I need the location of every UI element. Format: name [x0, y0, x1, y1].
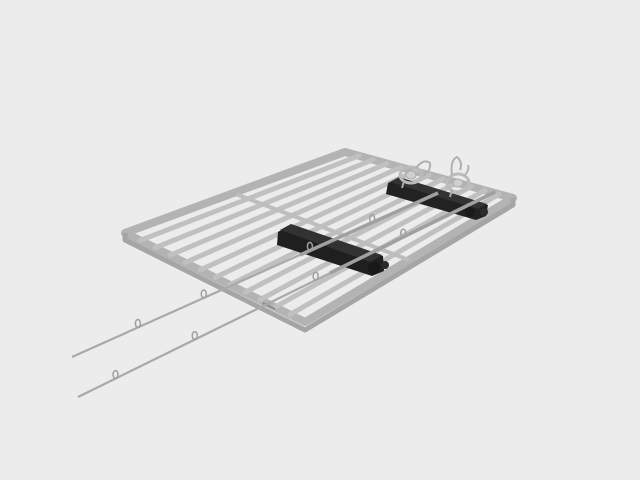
- holder-top-rear: [390, 177, 487, 209]
- rod-guide: [112, 369, 119, 380]
- rod-guide: [368, 213, 376, 224]
- rack-frame-front-edge: [122, 198, 516, 333]
- rod-guide: [306, 241, 314, 252]
- rod-guide: [200, 289, 208, 299]
- holder-knob-rear: [465, 207, 475, 217]
- rod-holder-front: [277, 224, 389, 276]
- rod-guide: [400, 228, 407, 238]
- rod-guide: [191, 330, 199, 341]
- fishing-rods: [71, 190, 496, 398]
- reel-1-hub: [405, 170, 417, 180]
- reel-2-bail: [450, 155, 462, 176]
- reel-2-spool: [445, 172, 471, 194]
- holder-top-front: [280, 224, 382, 262]
- reel-2-foot: [449, 189, 453, 198]
- fishing-reel-1: [398, 160, 432, 189]
- holder-knob-front: [368, 262, 380, 274]
- reel-2-handle: [463, 164, 470, 177]
- rod-1-guides: [134, 213, 376, 329]
- reel-2-hub: [452, 178, 464, 188]
- rod-guide: [134, 318, 142, 329]
- fishing-reel-2: [445, 155, 471, 198]
- fishing-rod-2-handle: [329, 190, 496, 275]
- holder-knob-rear-end: [480, 208, 488, 216]
- rod-2-guides: [112, 228, 407, 380]
- rod-guide: [312, 271, 319, 281]
- reel-1-bail: [415, 160, 432, 177]
- holder-knob-front-end: [381, 261, 389, 269]
- reel-1-spool: [398, 165, 424, 185]
- fishing-rod-1-handle: [299, 191, 439, 257]
- reel-1-foot: [401, 180, 405, 189]
